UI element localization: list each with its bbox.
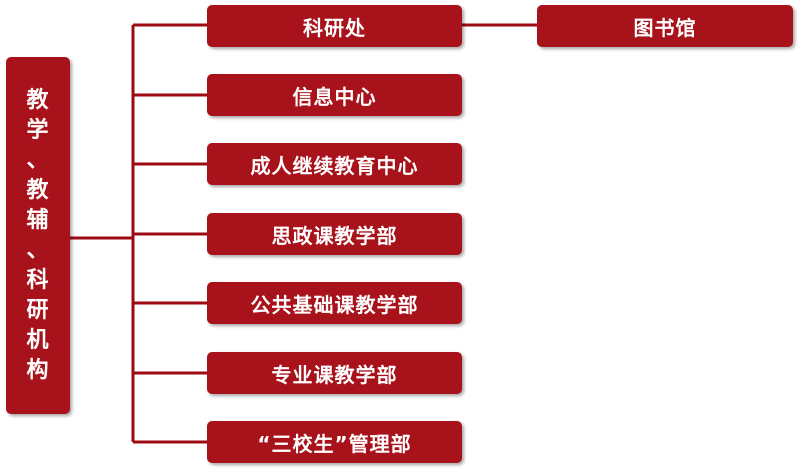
node-continuing-education-center: 成人继续教育中心: [207, 143, 462, 185]
node-professional-courses-dept: 专业课教学部: [207, 352, 462, 394]
node-label: 成人继续教育中心: [250, 153, 419, 178]
root-char: 辅: [26, 207, 50, 233]
root-char: 科: [26, 267, 50, 293]
node-label: 公共基础课教学部: [250, 292, 419, 317]
node-label: 专业课教学部: [271, 362, 398, 387]
root-char: 机: [26, 327, 50, 353]
root-char: 学: [26, 117, 50, 143]
node-ideological-teaching-dept: 思政课教学部: [207, 213, 462, 255]
node-library: 图书馆: [537, 5, 793, 47]
node-three-school-students-office: “三校生”管理部: [207, 421, 462, 463]
node-label: 思政课教学部: [271, 223, 398, 248]
root-node: 教 学 、 教 辅 、 科 研 机 构: [6, 57, 70, 414]
root-char: 、: [26, 237, 50, 263]
root-char: 教: [26, 177, 50, 203]
node-label: 信息中心: [292, 84, 377, 109]
root-char: 、: [26, 147, 50, 173]
node-general-courses-dept: 公共基础课教学部: [207, 282, 462, 324]
node-label: 图书馆: [633, 15, 697, 40]
node-label: 科研处: [303, 15, 366, 40]
root-char: 研: [26, 297, 50, 323]
node-label: “三校生”管理部: [257, 431, 412, 456]
root-char: 构: [26, 357, 50, 383]
root-char: 教: [26, 87, 50, 113]
node-research-office: 科研处: [207, 5, 462, 47]
node-information-center: 信息中心: [207, 74, 462, 116]
